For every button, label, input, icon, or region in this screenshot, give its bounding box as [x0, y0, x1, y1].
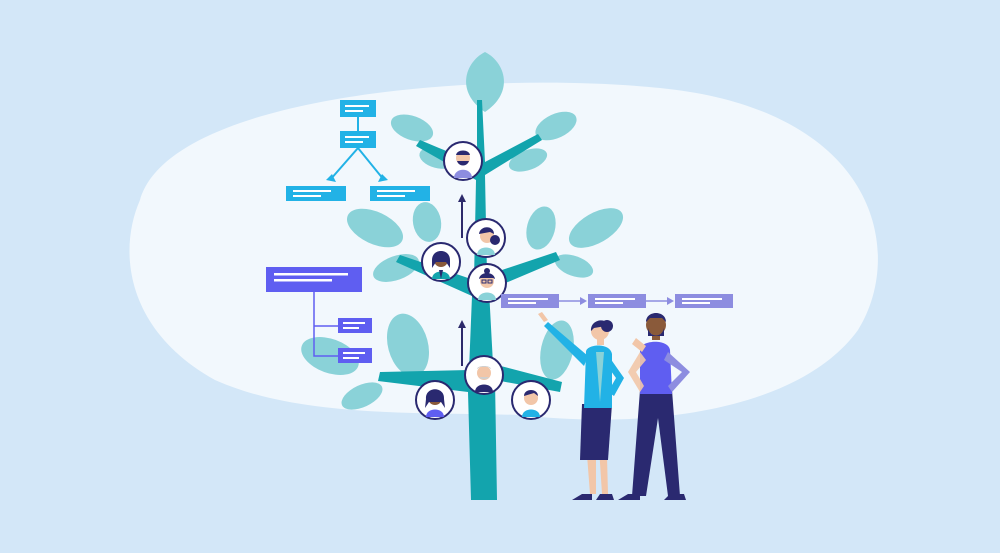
man-figure-icon — [618, 313, 690, 500]
leaf — [540, 320, 574, 380]
org-chart-icon — [286, 100, 430, 201]
growth-arrow-upper — [458, 194, 466, 238]
process-flow-icon — [501, 294, 733, 308]
employee-avatar-icon — [466, 218, 506, 258]
leaf-top — [466, 52, 504, 112]
employee-avatar-icon — [467, 263, 507, 303]
employee-avatar-icon — [421, 242, 461, 282]
leaf — [386, 313, 430, 377]
employee-avatar-icon — [511, 380, 551, 420]
employee-avatar-icon — [415, 380, 455, 420]
org-node-root — [340, 100, 376, 117]
growth-arrow-lower — [458, 320, 466, 366]
org-node-right — [370, 186, 430, 201]
employee-avatar-icon — [464, 355, 504, 395]
process-step — [501, 294, 559, 308]
leaf — [390, 114, 434, 142]
hierarchy-chart-icon — [266, 267, 372, 363]
process-step — [588, 294, 646, 308]
leaf — [346, 208, 404, 248]
process-step — [675, 294, 733, 308]
leaf — [412, 202, 442, 242]
leaf — [535, 111, 577, 141]
org-node-left — [286, 186, 346, 201]
leaf — [568, 208, 624, 248]
tree-trunk — [378, 100, 562, 500]
leaf — [526, 206, 556, 250]
woman-figure-icon — [538, 312, 624, 500]
hierarchy-node-child — [338, 348, 372, 363]
leaf — [554, 254, 594, 278]
growth-tree-icon — [301, 52, 624, 500]
hierarchy-node-child — [338, 318, 372, 333]
org-node-mid — [340, 131, 376, 148]
employee-avatar-icon — [443, 141, 483, 181]
leaf — [341, 382, 383, 410]
background-blob — [129, 82, 878, 420]
